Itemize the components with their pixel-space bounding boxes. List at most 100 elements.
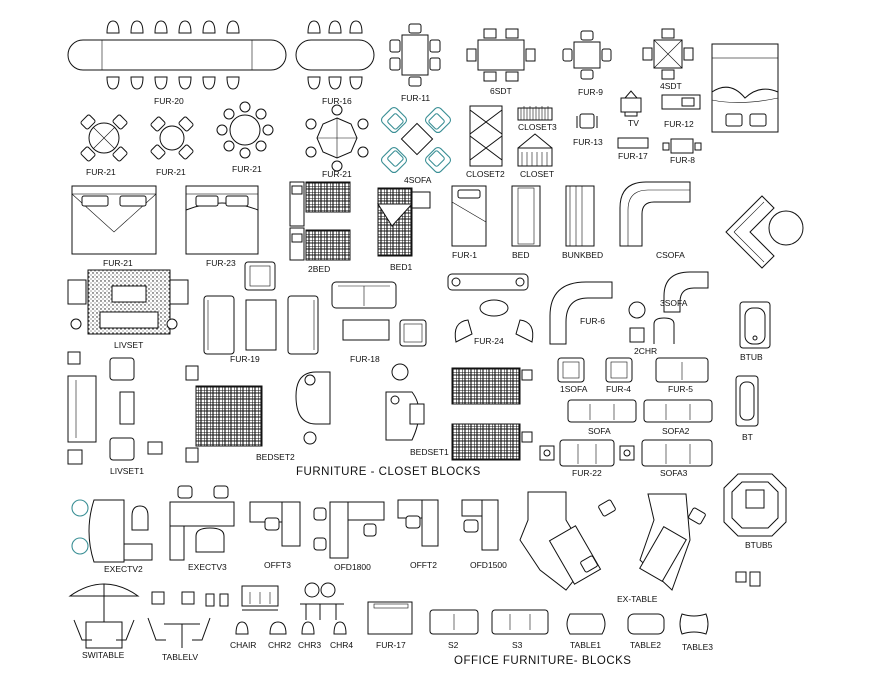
1sofa-block <box>557 357 585 383</box>
label-fur17a: FUR-17 <box>618 151 648 161</box>
ofd1500-block <box>461 499 499 551</box>
label-3sofa: 3SOFA <box>660 298 688 308</box>
label-sofa: SOFA <box>588 426 611 436</box>
exectv2-block <box>71 499 153 563</box>
label-offt2: OFFT2 <box>410 560 437 570</box>
label-fur5: FUR-5 <box>668 384 693 394</box>
fur5-block <box>655 357 709 383</box>
label-livset: LIVSET <box>114 340 143 350</box>
table1-block <box>566 613 606 635</box>
label-fur4: FUR-4 <box>606 384 631 394</box>
single-chair-block <box>244 261 276 291</box>
offt2-block <box>397 499 439 547</box>
label-bunkbed: BUNKBED <box>562 250 603 260</box>
label-2chr: 2CHR <box>634 346 657 356</box>
label-fur21b: FUR-21 <box>156 167 186 177</box>
label-chair: CHAIR <box>230 640 256 650</box>
fur16-table-block <box>295 20 375 90</box>
label-table3: TABLE3 <box>682 642 713 652</box>
livset-block <box>67 269 189 335</box>
bunkbed-block <box>565 185 595 247</box>
double-bed-block <box>711 43 779 133</box>
closet-block <box>517 133 553 167</box>
label-fur11: FUR-11 <box>401 93 430 103</box>
label-closet3: CLOSET3 <box>518 122 557 132</box>
corner-sofa-round-table <box>725 195 804 269</box>
4sofa-block <box>380 106 452 174</box>
label-6sdt: 6SDT <box>490 86 512 96</box>
sofa2-block <box>643 399 713 423</box>
6sdt-table-block <box>466 28 536 82</box>
tablelv-block <box>147 591 211 648</box>
label-table1: TABLE1 <box>570 640 601 650</box>
closet3-block <box>517 106 553 121</box>
label-fur21c: FUR-21 <box>232 164 262 174</box>
label-sofa2: SOFA2 <box>662 426 690 436</box>
label-bed: BED <box>512 250 529 260</box>
hatched-beds-block <box>451 367 533 461</box>
label-fur20: FUR-20 <box>154 96 184 106</box>
label-closet: CLOSET <box>520 169 554 179</box>
csofa-block <box>619 181 691 247</box>
offt3-block <box>249 501 301 547</box>
label-4sdt: 4SDT <box>660 81 682 91</box>
label-fur23: FUR-23 <box>206 258 236 268</box>
sofa3-block <box>641 439 713 467</box>
label-livset1: LIVSET1 <box>110 466 144 476</box>
label-sofa3: SOFA3 <box>660 468 688 478</box>
label-fur24: FUR-24 <box>474 336 504 346</box>
label-fur16: FUR-16 <box>322 96 352 106</box>
label-bed1: BED1 <box>390 262 412 272</box>
label-fur8: FUR-8 <box>670 155 695 165</box>
s2-block <box>429 609 479 635</box>
label-fur1: FUR-1 <box>452 250 477 260</box>
fur1-bed-block <box>451 185 487 247</box>
label-s2: S2 <box>448 640 459 650</box>
fur21e-bed-block <box>71 185 157 255</box>
closet-blocks-title: FURNITURE - CLOSET BLOCKS <box>296 466 481 478</box>
bedset1-block <box>385 363 425 441</box>
label-exectv2: EXECTV2 <box>104 564 143 574</box>
label-table2: TABLE2 <box>630 640 661 650</box>
fur9-table-block <box>562 30 612 80</box>
office-blocks-title: OFFICE FURNITURE- BLOCKS <box>454 655 631 667</box>
tv-block <box>620 90 642 117</box>
btub5-block <box>723 473 787 537</box>
fur6-block <box>549 281 613 345</box>
sofa-block <box>567 399 637 423</box>
fur21b-round-table <box>150 116 194 160</box>
label-1sofa: 1SOFA <box>560 384 588 394</box>
label-4sofa: 4SOFA <box>404 175 432 185</box>
label-offt3: OFFT3 <box>264 560 291 570</box>
fur21a-round-table <box>80 114 128 162</box>
fur24-block <box>447 273 534 343</box>
fur17b-block <box>367 601 413 635</box>
fur21c-round-table <box>216 101 274 159</box>
label-fur19: FUR-19 <box>230 354 260 364</box>
label-chr3: CHR3 <box>298 640 321 650</box>
closet2-block <box>469 105 503 167</box>
loveseat-block <box>331 281 397 309</box>
fur18-block <box>342 319 427 347</box>
label-fur17b: FUR-17 <box>376 640 406 650</box>
s3-block <box>491 609 549 635</box>
label-btub: BTUB <box>740 352 763 362</box>
label-fur18: FUR-18 <box>350 354 380 364</box>
3sofa-block <box>628 271 709 344</box>
label-ofd1800: OFD1800 <box>334 562 371 572</box>
label-ofd1500: OFD1500 <box>470 560 507 570</box>
small-fixtures <box>735 571 761 587</box>
ex-table-block <box>519 491 706 591</box>
table3-block <box>679 613 709 635</box>
label-closet2: CLOSET2 <box>466 169 505 179</box>
label-2bed: 2BED <box>308 264 330 274</box>
livset1-block <box>67 351 163 465</box>
label-chr4: CHR4 <box>330 640 353 650</box>
label-fur12: FUR-12 <box>664 119 694 129</box>
label-bedset2: BEDSET2 <box>256 452 295 462</box>
label-extable: EX-TABLE <box>617 594 658 604</box>
bedset2-block <box>185 365 331 463</box>
2bed-block <box>289 181 351 261</box>
4sdt-table-block <box>642 28 694 80</box>
